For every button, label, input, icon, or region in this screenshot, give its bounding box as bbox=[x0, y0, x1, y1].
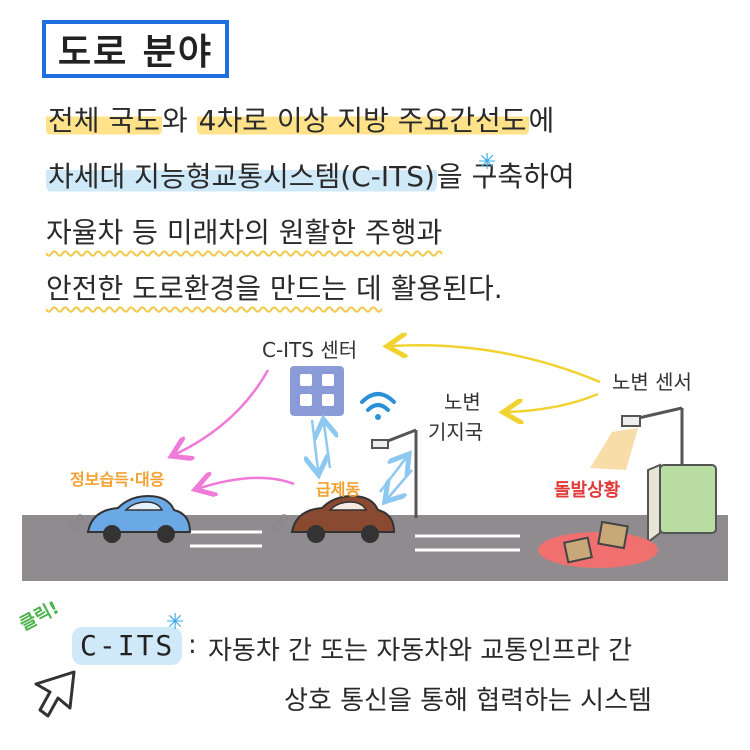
text-particle: 에 bbox=[528, 104, 555, 137]
sparkle-icon: ✳ bbox=[166, 610, 185, 635]
info-response-label: 정보습득·대응 bbox=[70, 470, 165, 489]
base-station-label-1: 노변 bbox=[444, 390, 481, 414]
definition-line-1: 자동차 간 또는 자동차와 교통인프라 간 bbox=[208, 636, 633, 666]
description-line-3: 자율차 등 미래차의 원활한 주행과 bbox=[46, 208, 726, 264]
text-utilized: 활용된다. bbox=[381, 272, 503, 305]
description-line-1: 전체 국도와 4차로 이상 지방 주요간선도에 bbox=[46, 96, 726, 152]
text-and: 와 bbox=[161, 104, 197, 137]
sudden-brake-label: 급제동 bbox=[316, 480, 361, 499]
arrow-station-to-car bbox=[388, 469, 413, 498]
wavy-text-safety: 안전한 도로환경을 만드는 데 bbox=[46, 272, 382, 305]
term-colon: : bbox=[188, 630, 197, 660]
highlight-national-roads: 전체 국도 bbox=[46, 104, 162, 137]
wavy-text-driving: 자율차 등 미래차의 원활한 주행과 bbox=[46, 216, 443, 249]
highlight-c-its: 차세대 지능형교통시스템(C-ITS) bbox=[46, 160, 437, 193]
arrow-sensor-to-center bbox=[392, 345, 601, 384]
c-its-diagram bbox=[22, 320, 728, 581]
description-line-2: 차세대 지능형교통시스템(C-ITS)을 구축하여 ✳ bbox=[46, 150, 726, 208]
click-label: 클릭! bbox=[16, 597, 63, 636]
definition-line-2: 상호 통신을 통해 협력하는 시스템 bbox=[284, 686, 652, 716]
arrow-car-to-station bbox=[379, 458, 406, 493]
c-its-center-building-icon bbox=[290, 366, 344, 416]
roadside-sensor-label: 노변 센서 bbox=[612, 370, 692, 394]
brown-car-icon bbox=[273, 494, 396, 543]
description: 전체 국도와 4차로 이상 지방 주요간선도에 차세대 지능형교통시스템(C-I… bbox=[46, 96, 726, 320]
arrow-center-to-car bbox=[176, 369, 270, 454]
blue-car-icon bbox=[69, 494, 192, 543]
sparkle-icon: ✳ bbox=[478, 150, 497, 175]
roadside-base-station-icon bbox=[371, 428, 418, 518]
wifi-signal-icon bbox=[360, 392, 396, 420]
arrow-center-down bbox=[312, 419, 318, 470]
highlight-local-roads: 4차로 이상 지방 주요간선도 bbox=[196, 104, 529, 137]
section-title: 도로 분야 bbox=[42, 20, 230, 78]
description-line-4: 안전한 도로환경을 만드는 데 활용된다. bbox=[46, 264, 726, 320]
c-its-term-badge: C-ITS bbox=[72, 627, 183, 665]
arrow-car-to-car bbox=[200, 478, 295, 488]
arrow-sensor-to-base-station bbox=[508, 392, 599, 412]
roadside-sensor-icon bbox=[590, 406, 684, 518]
arrow-car-up bbox=[324, 424, 330, 469]
incident-door-icon bbox=[647, 463, 717, 544]
cursor-arrow-icon bbox=[34, 670, 76, 718]
base-station-label-2: 기지국 bbox=[428, 420, 484, 444]
text-build: 을 구축하여 bbox=[436, 160, 575, 193]
c-its-center-label: C-ITS 센터 bbox=[262, 338, 358, 362]
incident-boxes-icon bbox=[538, 520, 658, 568]
incident-label: 돌발상황 bbox=[554, 480, 621, 501]
